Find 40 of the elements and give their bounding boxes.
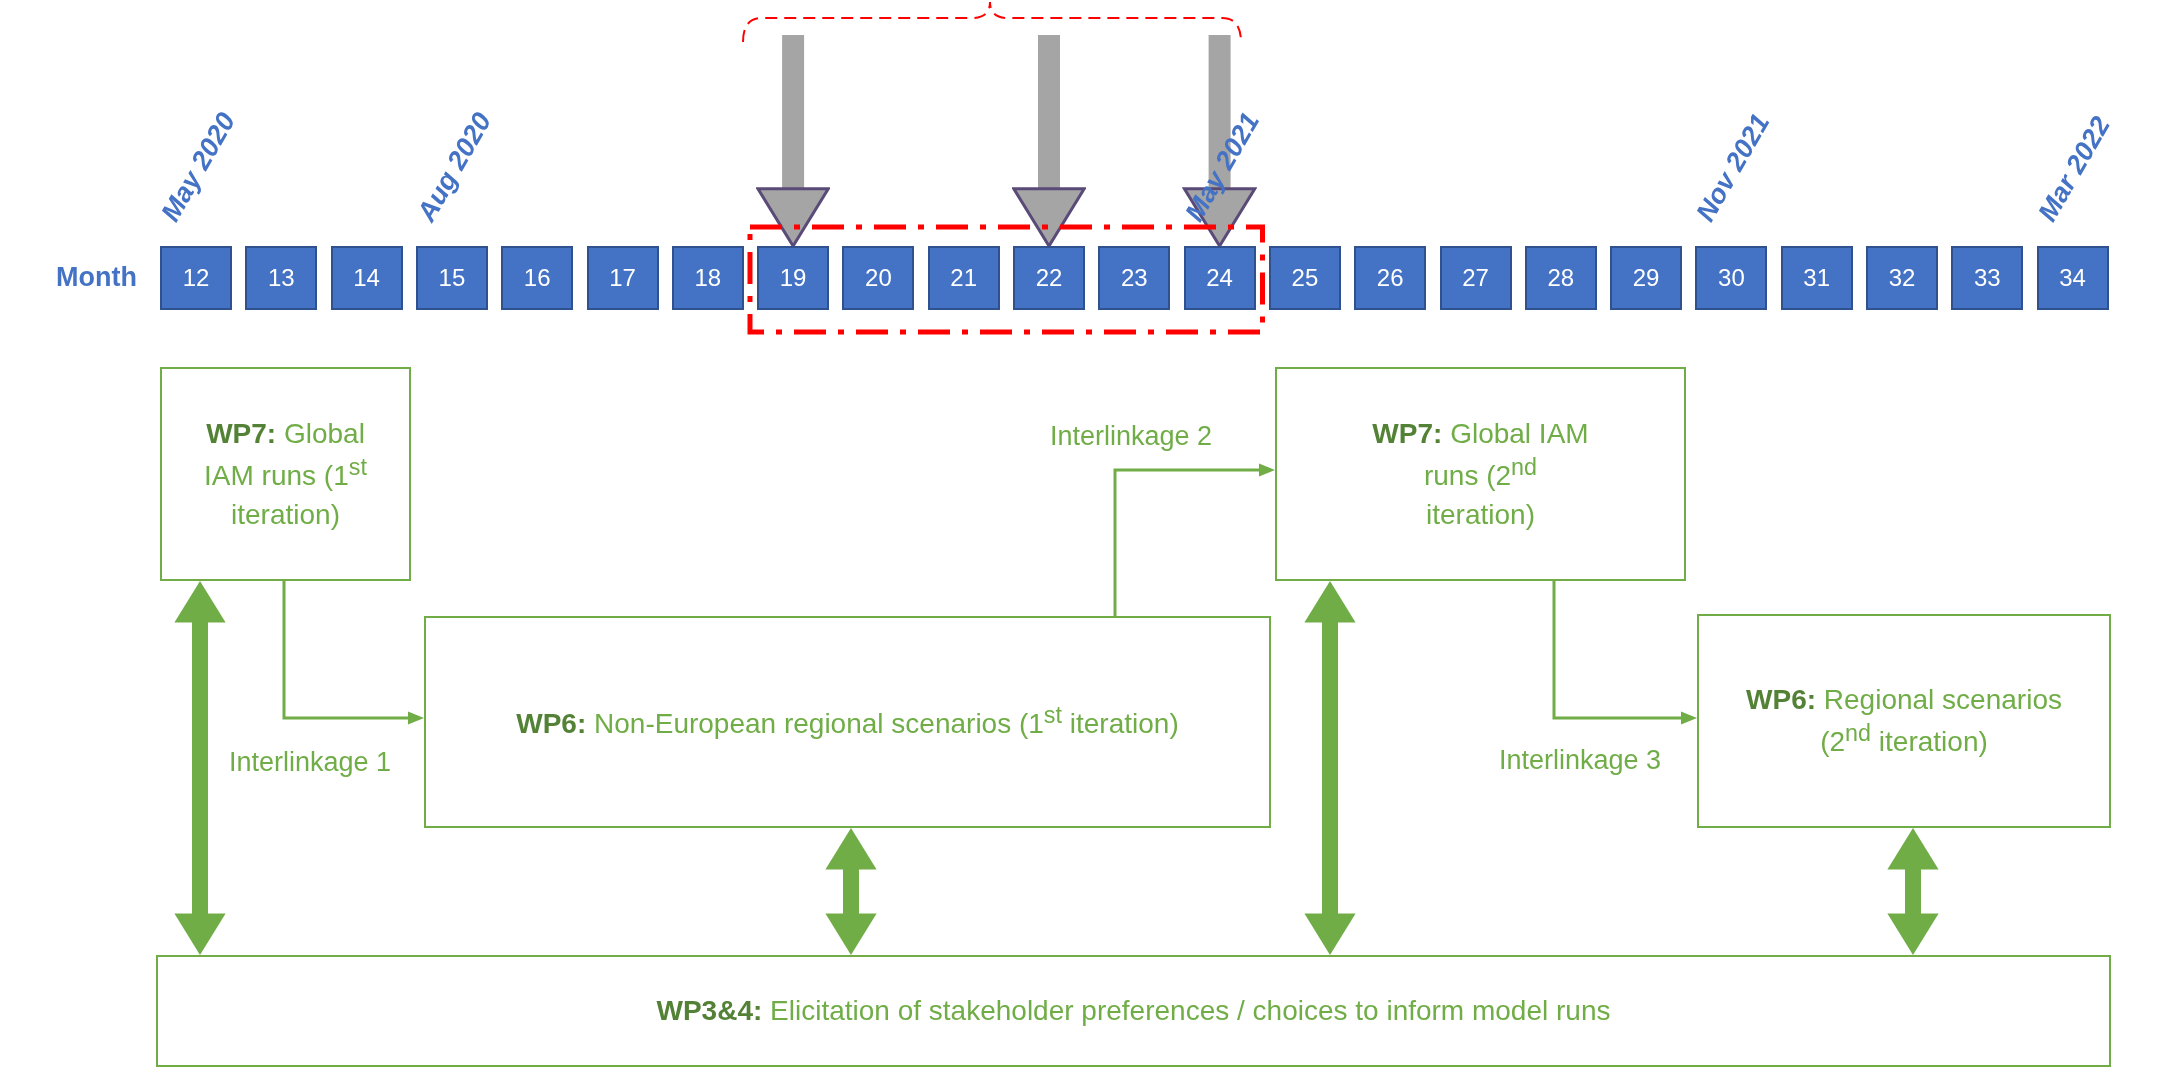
month-box: 17 [586,246,659,310]
month-box: 14 [330,246,403,310]
month-box: 12 [160,246,232,310]
month-box: 25 [1268,246,1341,310]
month-box: 29 [1610,246,1683,310]
month-box: 34 [2036,246,2109,310]
highlight-frame [747,224,1266,335]
double-arrow [1304,581,1356,955]
month-box: 19 [757,246,830,310]
task-box: WP6: Regional scenarios (2$^{nd}$ iteration) [1697,614,2111,828]
row-heading: Month [56,262,137,293]
block-arrow [1012,35,1086,248]
task-box: WP7: Global IAM runs (1$^{st}$ iteration) [160,367,411,581]
month-box: 13 [245,246,318,310]
connector-arrow [1552,581,1697,725]
double-arrow [1887,828,1939,955]
month-box: 16 [501,246,574,310]
month-box: 22 [1013,246,1085,310]
month-box: 18 [671,246,744,310]
task-box: WP3&4: Elicitation of stakeholder preferences / choices to inform model runs [156,955,2111,1067]
double-arrow [174,581,226,955]
month-box: 30 [1695,246,1768,310]
month-box: 31 [1780,246,1853,310]
connector-arrow [282,581,424,725]
month-box: 33 [1951,246,2024,310]
connector-arrow [1113,463,1275,616]
month-box: 32 [1866,246,1938,310]
block-arrow [1182,35,1257,248]
month-box: 21 [927,246,1000,310]
month-box: 23 [1098,246,1171,310]
month-box: 20 [842,246,915,310]
month-box: 27 [1439,246,1512,310]
month-box: 24 [1183,246,1256,310]
block-arrow [756,35,830,248]
month-box: 28 [1524,246,1597,310]
task-box: WP6: Non-European regional scenarios (1$^{st}$ iteration) [424,616,1271,828]
task-box: WP7: Global IAM runs (2$^{nd}$ iteration) [1275,367,1686,581]
month-box: 15 [415,246,488,310]
double-arrow [825,828,877,955]
month-box: 26 [1354,246,1427,310]
